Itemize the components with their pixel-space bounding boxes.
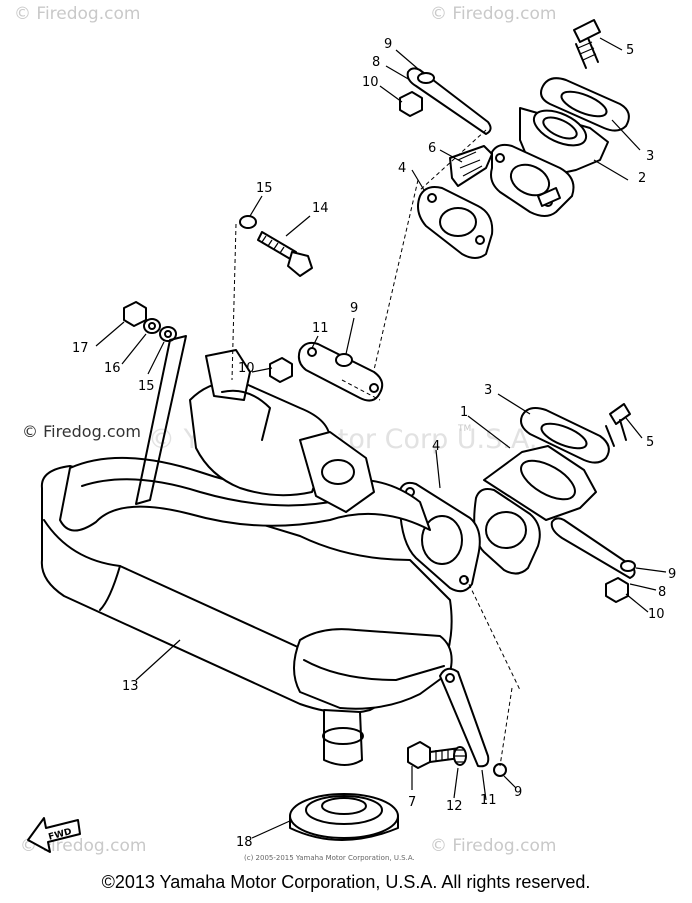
footer-copyright: ©2013 Yamaha Motor Corporation, U.S.A. A… (101, 872, 591, 892)
callout-11-mid: 11 (312, 321, 329, 336)
callout-13: 13 (122, 679, 139, 694)
watermark-bottom-right: © Firedog.com (430, 836, 557, 856)
watermark-top-right: © Firedog.com (430, 4, 557, 24)
muffler-body (40, 335, 453, 766)
callout-3-right: 3 (484, 383, 492, 398)
watermark-mid-left: © Firedog.com (22, 422, 141, 441)
watermark-tm: TM (458, 424, 472, 434)
forward-arrow: FWD (27, 817, 81, 853)
callout-10-right: 10 (648, 607, 665, 622)
callout-18: 18 (236, 835, 253, 850)
bottom-hardware (407, 667, 507, 777)
callout-4-top: 4 (398, 161, 406, 176)
mid-bracket (269, 341, 384, 402)
callout-3-top: 3 (646, 149, 654, 164)
callout-9-right: 9 (668, 567, 676, 582)
callout-5-right: 5 (646, 435, 654, 450)
bolt-and-washer (239, 215, 313, 277)
upper-gasket-stud (417, 145, 494, 259)
callout-15-mid: 15 (138, 379, 155, 394)
callout-16: 16 (104, 361, 121, 376)
callout-9-bottom: 9 (514, 785, 522, 800)
callout-4-right: 4 (432, 439, 440, 454)
callout-8-top: 8 (372, 55, 380, 70)
grommet (289, 793, 399, 841)
callout-9-mid: 9 (350, 301, 358, 316)
upper-manifold-joint (399, 19, 630, 217)
callout-11-bottom: 11 (480, 793, 497, 808)
callout-14: 14 (312, 201, 329, 216)
callout-7: 7 (408, 795, 416, 810)
callout-8-right: 8 (658, 585, 666, 600)
callout-15-top: 15 (256, 181, 273, 196)
callout-17: 17 (72, 341, 89, 356)
callout-numbers: 9 8 10 5 3 2 6 4 15 14 17 16 15 10 11 9 … (72, 37, 676, 850)
inner-copyright: (c) 2005-2015 Yamaha Motor Corporation, … (244, 854, 415, 862)
leader-lines (95, 37, 667, 839)
callout-12: 12 (446, 799, 463, 814)
lower-manifold-joint (473, 403, 636, 603)
callout-5-top: 5 (626, 43, 634, 58)
callout-1: 1 (460, 405, 468, 420)
callout-10-mid: 10 (238, 361, 255, 376)
callout-2: 2 (638, 171, 646, 186)
watermark-top-left: © Firedog.com (14, 4, 141, 24)
assembly-lines (231, 129, 521, 767)
callout-9-top: 9 (384, 37, 392, 52)
callout-6: 6 (428, 141, 436, 156)
callout-10-top: 10 (362, 75, 379, 90)
left-hardware (123, 301, 177, 342)
